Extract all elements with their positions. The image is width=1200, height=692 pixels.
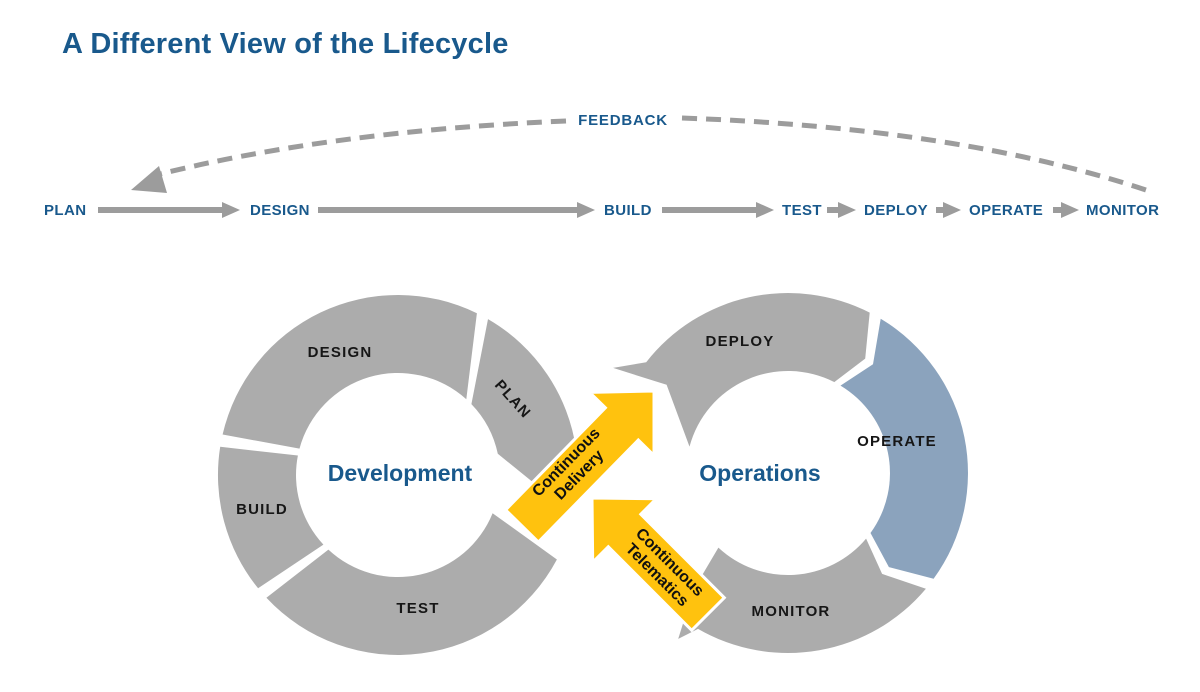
development-loop xyxy=(217,294,577,655)
feedback-dashed-curve-left xyxy=(151,118,567,179)
continuous-telematics-arrow xyxy=(590,496,727,633)
timeline-arrowhead-icon xyxy=(222,202,240,218)
segment-label-operate: OPERATE xyxy=(857,433,937,450)
timeline-step-monitor: MONITOR xyxy=(1086,202,1159,219)
segment-plan xyxy=(471,319,577,483)
timeline-arrowhead-icon xyxy=(838,202,856,218)
development-loop-label: Development xyxy=(328,460,473,486)
segment-label-design: DESIGN xyxy=(308,344,373,361)
timeline-step-deploy: DEPLOY xyxy=(864,202,928,219)
segment-label-test: TEST xyxy=(396,600,439,617)
operations-loop xyxy=(613,293,968,654)
connector-arrows xyxy=(503,389,727,633)
page-title: A Different View of the Lifecycle xyxy=(62,28,509,60)
feedback-dashed-curve-right xyxy=(681,115,1147,193)
segment-operate xyxy=(840,318,968,579)
segment-label-build: BUILD xyxy=(236,501,288,518)
timeline-arrowhead-icon xyxy=(577,202,595,218)
feedback-loop: FEEDBACK xyxy=(131,112,1147,193)
segment-build xyxy=(217,446,324,589)
continuous-delivery-arrow xyxy=(503,389,656,545)
timeline-arrowhead-icon xyxy=(943,202,961,218)
timeline-step-plan: PLAN xyxy=(44,202,86,219)
segment-design xyxy=(222,294,477,449)
segment-label-deploy: DEPLOY xyxy=(706,333,775,350)
segment-label-monitor: MONITOR xyxy=(752,603,831,620)
feedback-arrowhead-icon xyxy=(131,166,167,193)
operations-loop-label: Operations xyxy=(699,460,820,486)
timeline-step-design: DESIGN xyxy=(250,202,310,219)
feedback-label: FEEDBACK xyxy=(578,112,668,129)
timeline-step-build: BUILD xyxy=(604,202,652,219)
timeline-step-test: TEST xyxy=(782,202,822,219)
timeline-arrowhead-icon xyxy=(756,202,774,218)
timeline-step-operate: OPERATE xyxy=(969,202,1043,219)
segment-test xyxy=(266,513,557,655)
segment-deploy xyxy=(613,293,870,447)
timeline: PLAN DESIGN BUILD TEST DEPLOY OPERATE MONITOR xyxy=(44,202,1159,219)
timeline-arrowhead-icon xyxy=(1061,202,1079,218)
segment-monitor xyxy=(678,538,926,654)
